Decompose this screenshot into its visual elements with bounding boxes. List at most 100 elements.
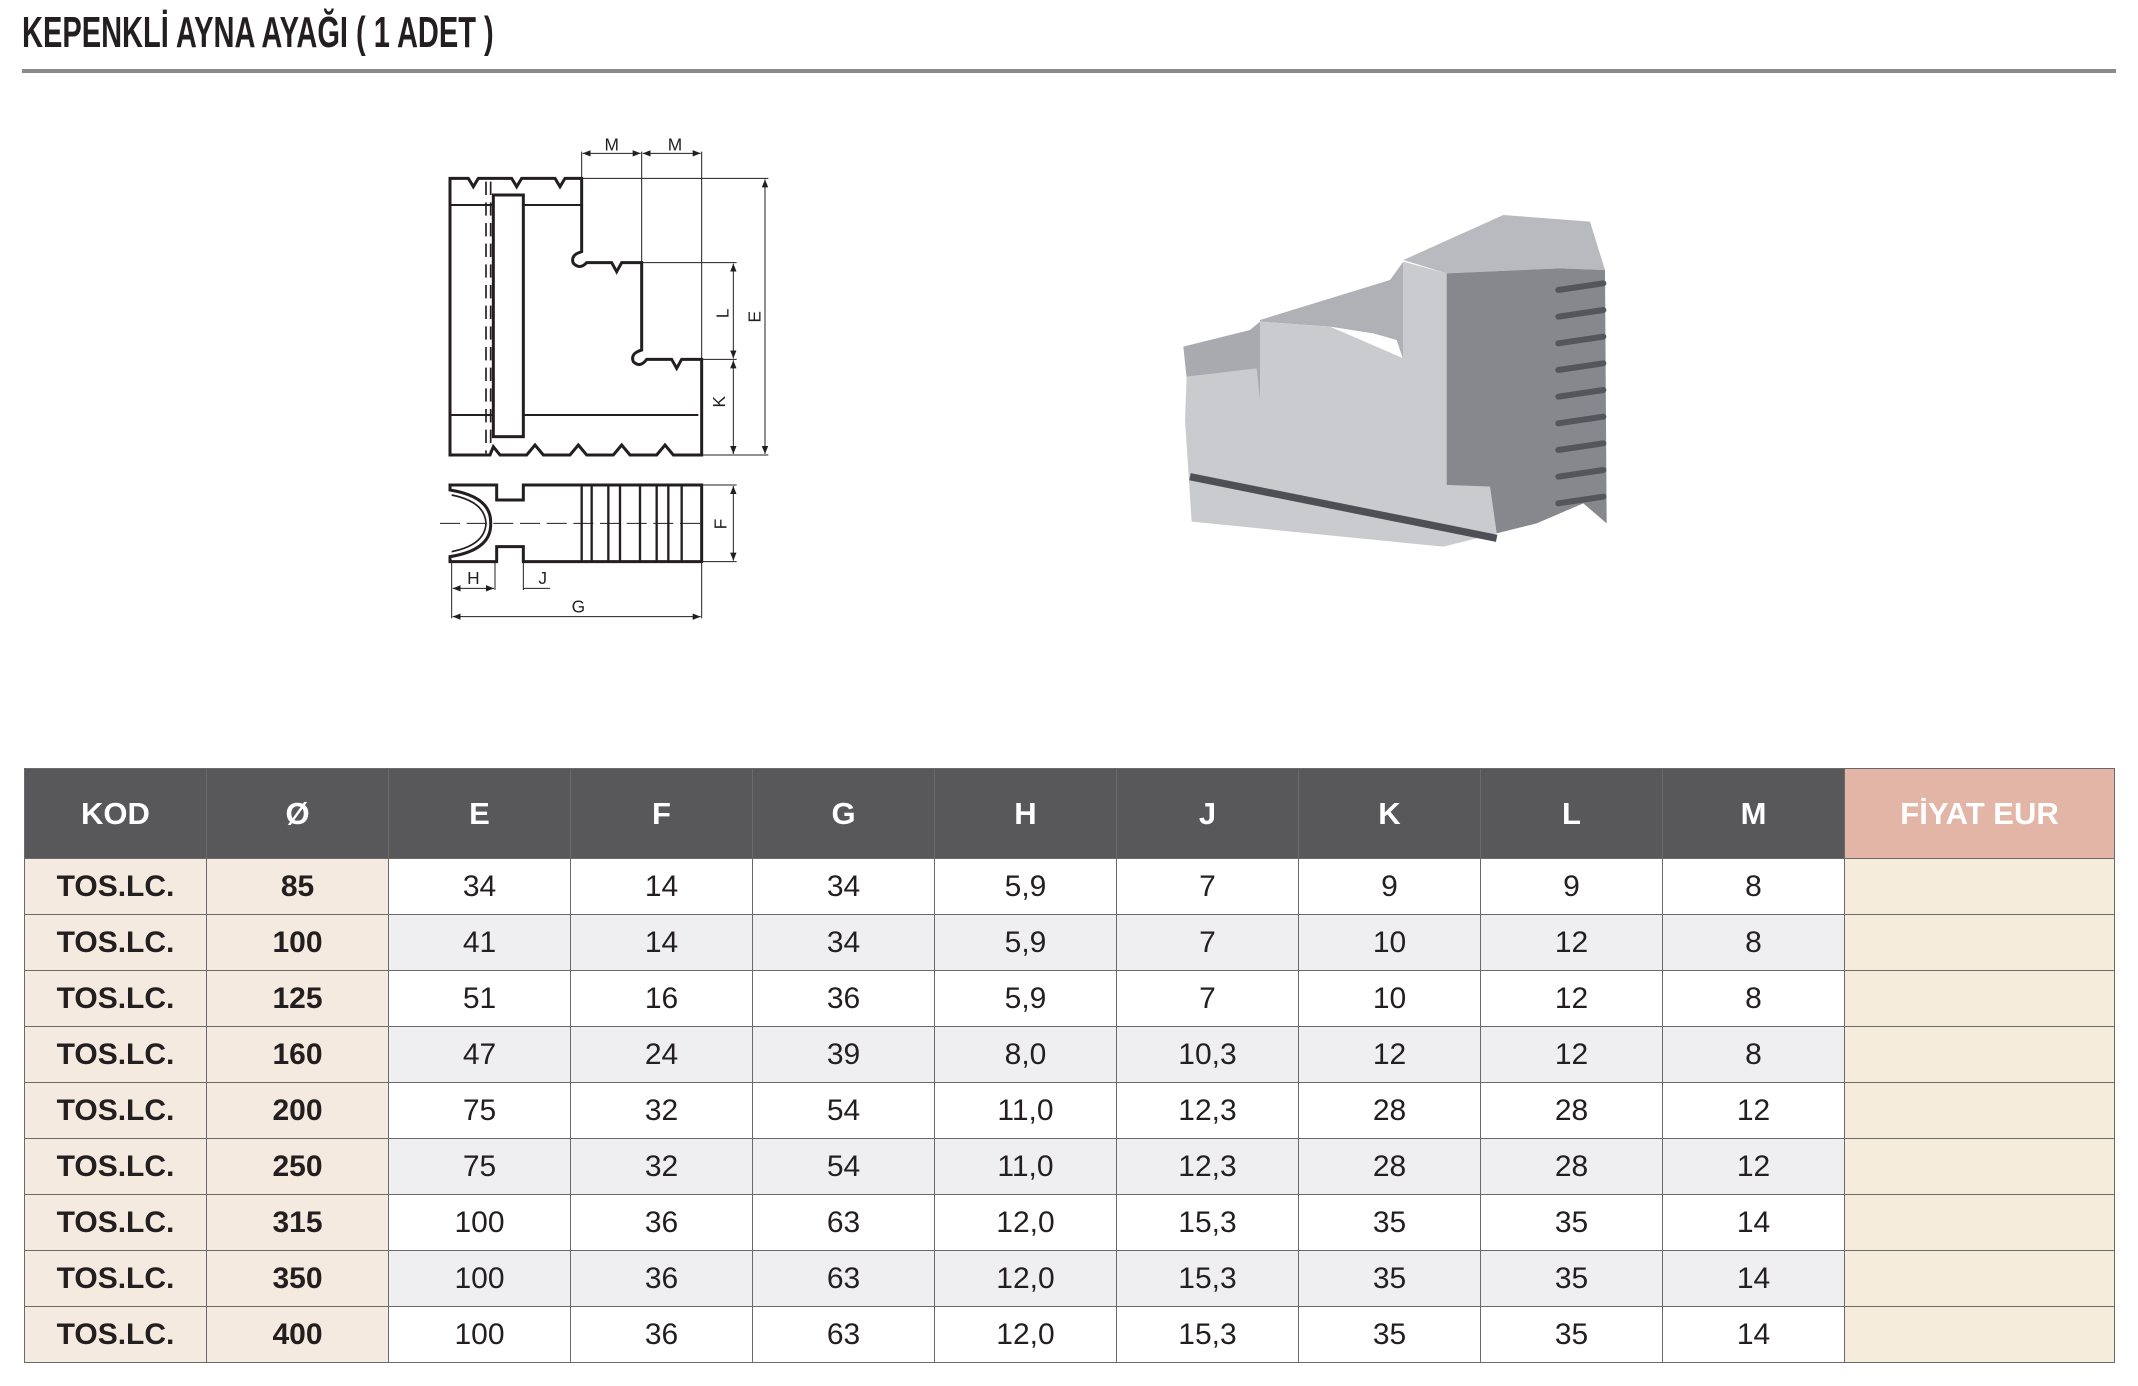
cell-f: 36: [570, 1306, 753, 1363]
cell-h: 12,0: [934, 1306, 1117, 1363]
dim-label-g: G: [572, 597, 585, 617]
cell-m: 8: [1662, 970, 1845, 1027]
technical-drawing: M M L E K F H J G: [440, 135, 769, 620]
cell-k: 10: [1298, 914, 1481, 971]
column-header-kod: KOD: [24, 768, 207, 859]
cell-l: 12: [1480, 970, 1663, 1027]
cell-kod: TOS.LC.: [24, 1026, 207, 1083]
dim-label-h: H: [467, 568, 480, 588]
cell-e: 75: [388, 1138, 571, 1195]
cell-price: [1844, 1026, 2115, 1083]
page-title: KEPENKLİ AYNA AYAĞI ( 1 ADET ): [22, 8, 494, 57]
dim-label-j: J: [538, 568, 547, 588]
cell-m: 14: [1662, 1194, 1845, 1251]
cell-j: 7: [1116, 858, 1299, 915]
cell-diameter: 100: [206, 914, 389, 971]
cell-e: 100: [388, 1250, 571, 1307]
cell-h: 5,9: [934, 858, 1117, 915]
cell-f: 24: [570, 1026, 753, 1083]
cell-kod: TOS.LC.: [24, 1194, 207, 1251]
cell-j: 7: [1116, 970, 1299, 1027]
dimension-lines: [581, 150, 769, 456]
cell-price: [1844, 1082, 2115, 1139]
cell-e: 100: [388, 1194, 571, 1251]
cell-e: 41: [388, 914, 571, 971]
cell-j: 15,3: [1116, 1194, 1299, 1251]
dim-label-f: F: [711, 519, 731, 530]
side-view: [448, 176, 704, 457]
cell-h: 11,0: [934, 1082, 1117, 1139]
column-header-k: K: [1298, 768, 1481, 859]
cell-k: 9: [1298, 858, 1481, 915]
title-divider: [22, 69, 2116, 73]
cell-g: 54: [752, 1138, 935, 1195]
dim-label-k: K: [709, 395, 729, 407]
cell-e: 51: [388, 970, 571, 1027]
cell-price: [1844, 1250, 2115, 1307]
cell-g: 63: [752, 1250, 935, 1307]
cell-kod: TOS.LC.: [24, 1138, 207, 1195]
cell-h: 12,0: [934, 1194, 1117, 1251]
cell-m: 8: [1662, 914, 1845, 971]
cell-diameter: 85: [206, 858, 389, 915]
cell-m: 14: [1662, 1306, 1845, 1363]
dim-label-m2: M: [668, 135, 682, 155]
cell-g: 34: [752, 858, 935, 915]
cell-diameter: 160: [206, 1026, 389, 1083]
column-header-g: G: [752, 768, 935, 859]
cell-kod: TOS.LC.: [24, 970, 207, 1027]
cell-f: 32: [570, 1082, 753, 1139]
cell-kod: TOS.LC.: [24, 1082, 207, 1139]
cell-e: 34: [388, 858, 571, 915]
cell-l: 35: [1480, 1194, 1663, 1251]
cell-k: 35: [1298, 1250, 1481, 1307]
cell-price: [1844, 914, 2115, 971]
cell-m: 8: [1662, 858, 1845, 915]
cell-price: [1844, 1306, 2115, 1363]
cell-g: 36: [752, 970, 935, 1027]
dim-label-m1: M: [604, 135, 618, 155]
cell-f: 32: [570, 1138, 753, 1195]
column-header-f: F: [570, 768, 753, 859]
cell-m: 12: [1662, 1082, 1845, 1139]
cell-g: 54: [752, 1082, 935, 1139]
cell-k: 12: [1298, 1026, 1481, 1083]
cell-f: 36: [570, 1194, 753, 1251]
cell-l: 28: [1480, 1138, 1663, 1195]
cell-h: 12,0: [934, 1250, 1117, 1307]
cell-j: 15,3: [1116, 1306, 1299, 1363]
top-view: [440, 483, 705, 564]
cell-f: 14: [570, 914, 753, 971]
column-header-price: FİYAT EUR: [1844, 768, 2115, 859]
cell-k: 35: [1298, 1194, 1481, 1251]
cell-m: 12: [1662, 1138, 1845, 1195]
cell-diameter: 315: [206, 1194, 389, 1251]
cell-j: 12,3: [1116, 1138, 1299, 1195]
column-header-diameter: Ø: [206, 768, 389, 859]
dim-label-e: E: [745, 311, 765, 323]
cell-diameter: 200: [206, 1082, 389, 1139]
cell-f: 14: [570, 858, 753, 915]
cell-h: 11,0: [934, 1138, 1117, 1195]
cell-l: 12: [1480, 914, 1663, 971]
column-header-j: J: [1116, 768, 1299, 859]
cell-k: 28: [1298, 1138, 1481, 1195]
column-header-l: L: [1480, 768, 1663, 859]
cell-e: 100: [388, 1306, 571, 1363]
cell-kod: TOS.LC.: [24, 914, 207, 971]
cell-kod: TOS.LC.: [24, 1306, 207, 1363]
cell-h: 5,9: [934, 914, 1117, 971]
cell-price: [1844, 858, 2115, 915]
cell-diameter: 250: [206, 1138, 389, 1195]
cell-j: 7: [1116, 914, 1299, 971]
cell-e: 47: [388, 1026, 571, 1083]
cell-m: 8: [1662, 1026, 1845, 1083]
cell-h: 5,9: [934, 970, 1117, 1027]
